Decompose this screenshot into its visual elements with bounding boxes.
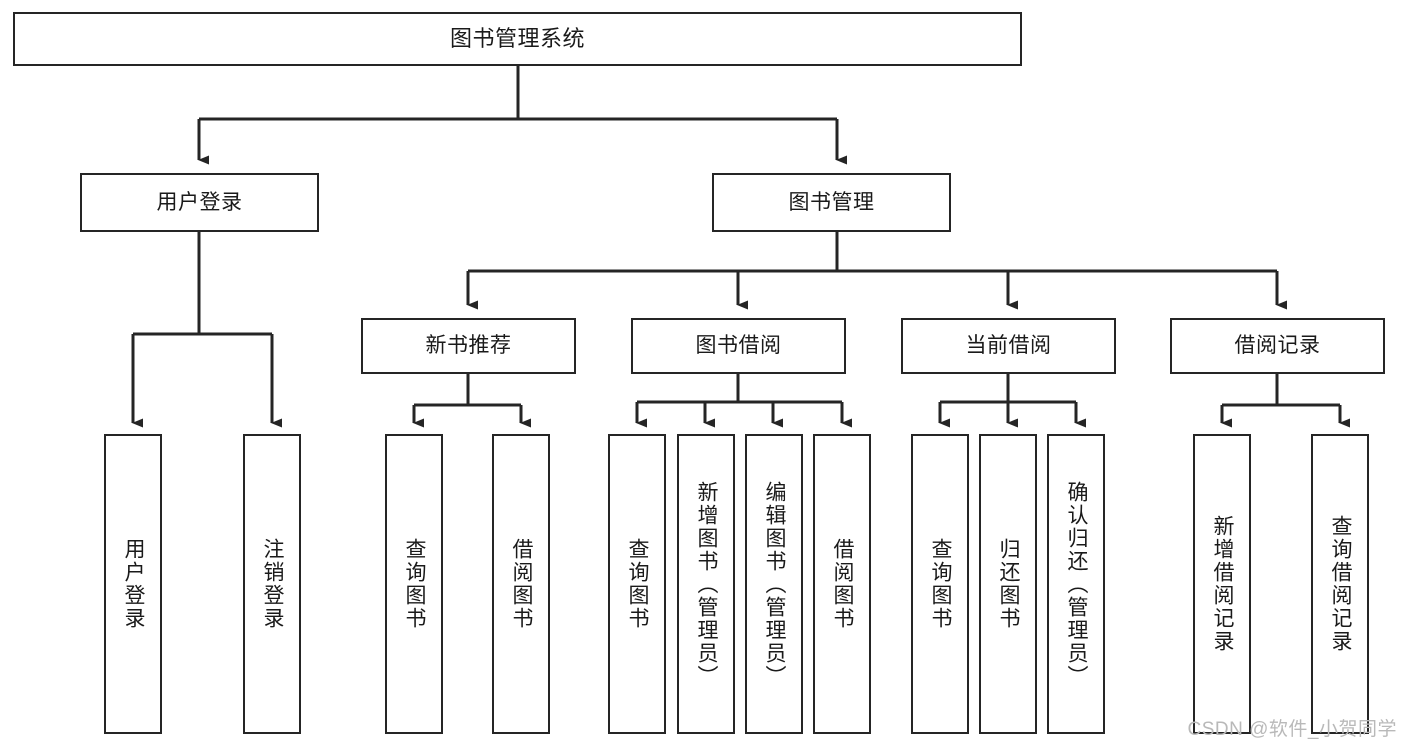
node-leaf-borrow-book[interactable]: 借阅图书 xyxy=(813,434,871,734)
node-leaf-borrow-book-rec-label: 借阅图书 xyxy=(510,538,534,630)
node-leaf-user-login[interactable]: 用户登录 xyxy=(104,434,162,734)
node-leaf-add-record-label: 新增借阅记录 xyxy=(1211,515,1235,653)
node-leaf-query-book-current-label: 查询图书 xyxy=(929,538,953,630)
node-leaf-query-book-rec-label: 查询图书 xyxy=(403,538,427,630)
node-leaf-return-book[interactable]: 归还图书 xyxy=(979,434,1037,734)
node-user-login-label: 用户登录 xyxy=(156,190,243,214)
node-new-book-rec[interactable]: 新书推荐 xyxy=(361,318,576,374)
node-leaf-query-book-borrow-label: 查询图书 xyxy=(626,538,650,630)
node-leaf-add-record[interactable]: 新增借阅记录 xyxy=(1193,434,1251,734)
node-root-label: 图书管理系统 xyxy=(449,25,585,51)
node-leaf-query-record-label: 查询借阅记录 xyxy=(1329,515,1353,653)
node-current-borrow-label: 当前借阅 xyxy=(965,334,1052,358)
node-leaf-return-book-label: 归还图书 xyxy=(997,538,1021,630)
node-book-borrow[interactable]: 图书借阅 xyxy=(631,318,846,374)
node-leaf-query-record[interactable]: 查询借阅记录 xyxy=(1311,434,1369,734)
node-leaf-logout[interactable]: 注销登录 xyxy=(243,434,301,734)
node-leaf-confirm-return-label: 确认归还（管理员） xyxy=(1065,480,1089,688)
node-borrow-record-label: 借阅记录 xyxy=(1234,334,1321,358)
node-leaf-add-book-label: 新增图书（管理员） xyxy=(695,480,719,688)
node-root[interactable]: 图书管理系统 xyxy=(13,12,1022,66)
node-leaf-borrow-book-rec[interactable]: 借阅图书 xyxy=(492,434,550,734)
node-leaf-user-login-label: 用户登录 xyxy=(122,538,146,630)
node-book-manage-label: 图书管理 xyxy=(788,190,875,214)
node-leaf-edit-book[interactable]: 编辑图书（管理员） xyxy=(745,434,803,734)
node-leaf-query-book-rec[interactable]: 查询图书 xyxy=(385,434,443,734)
node-leaf-add-book[interactable]: 新增图书（管理员） xyxy=(677,434,735,734)
node-book-borrow-label: 图书借阅 xyxy=(695,334,782,358)
node-leaf-query-book-borrow[interactable]: 查询图书 xyxy=(608,434,666,734)
node-current-borrow[interactable]: 当前借阅 xyxy=(901,318,1116,374)
watermark-text: CSDN @软件_小贺同学 xyxy=(1187,719,1397,740)
node-leaf-edit-book-label: 编辑图书（管理员） xyxy=(763,480,787,688)
node-book-manage[interactable]: 图书管理 xyxy=(712,173,951,232)
node-leaf-confirm-return[interactable]: 确认归还（管理员） xyxy=(1047,434,1105,734)
node-borrow-record[interactable]: 借阅记录 xyxy=(1170,318,1385,374)
node-user-login[interactable]: 用户登录 xyxy=(80,173,319,232)
node-leaf-query-book-current[interactable]: 查询图书 xyxy=(911,434,969,734)
node-leaf-logout-label: 注销登录 xyxy=(261,538,285,630)
node-leaf-borrow-book-label: 借阅图书 xyxy=(831,538,855,630)
node-new-book-rec-label: 新书推荐 xyxy=(425,334,512,358)
